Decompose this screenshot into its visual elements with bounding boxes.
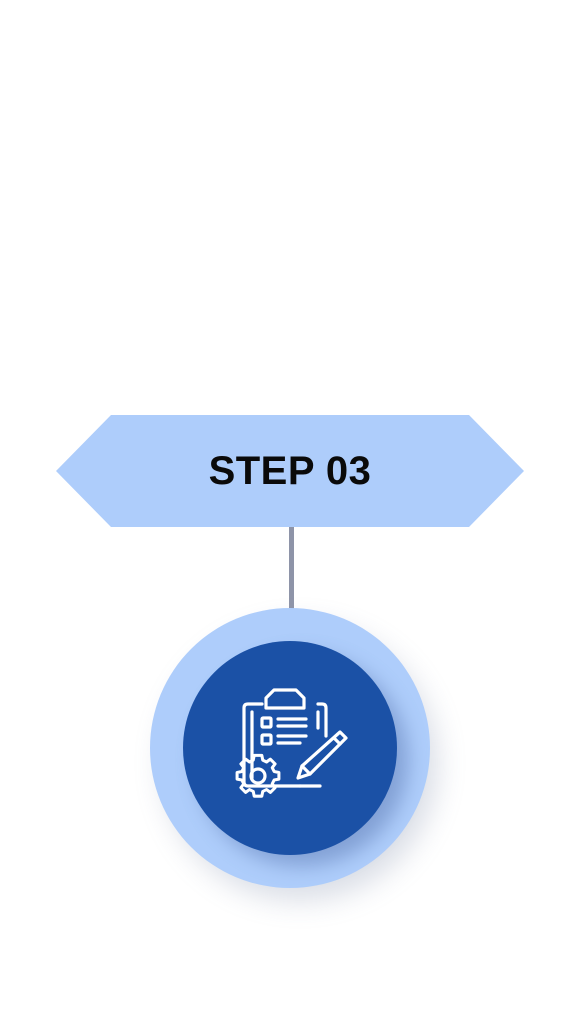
step-label: STEP 03 <box>208 448 372 493</box>
hexagon-banner-shape <box>56 415 524 527</box>
checklist-settings-icon <box>235 688 348 798</box>
connector-line <box>289 527 294 609</box>
step-banner: STEP 03 <box>56 415 524 527</box>
step-icon-badge <box>150 608 438 901</box>
badge-graphic <box>150 608 438 901</box>
inner-circle <box>183 641 397 855</box>
